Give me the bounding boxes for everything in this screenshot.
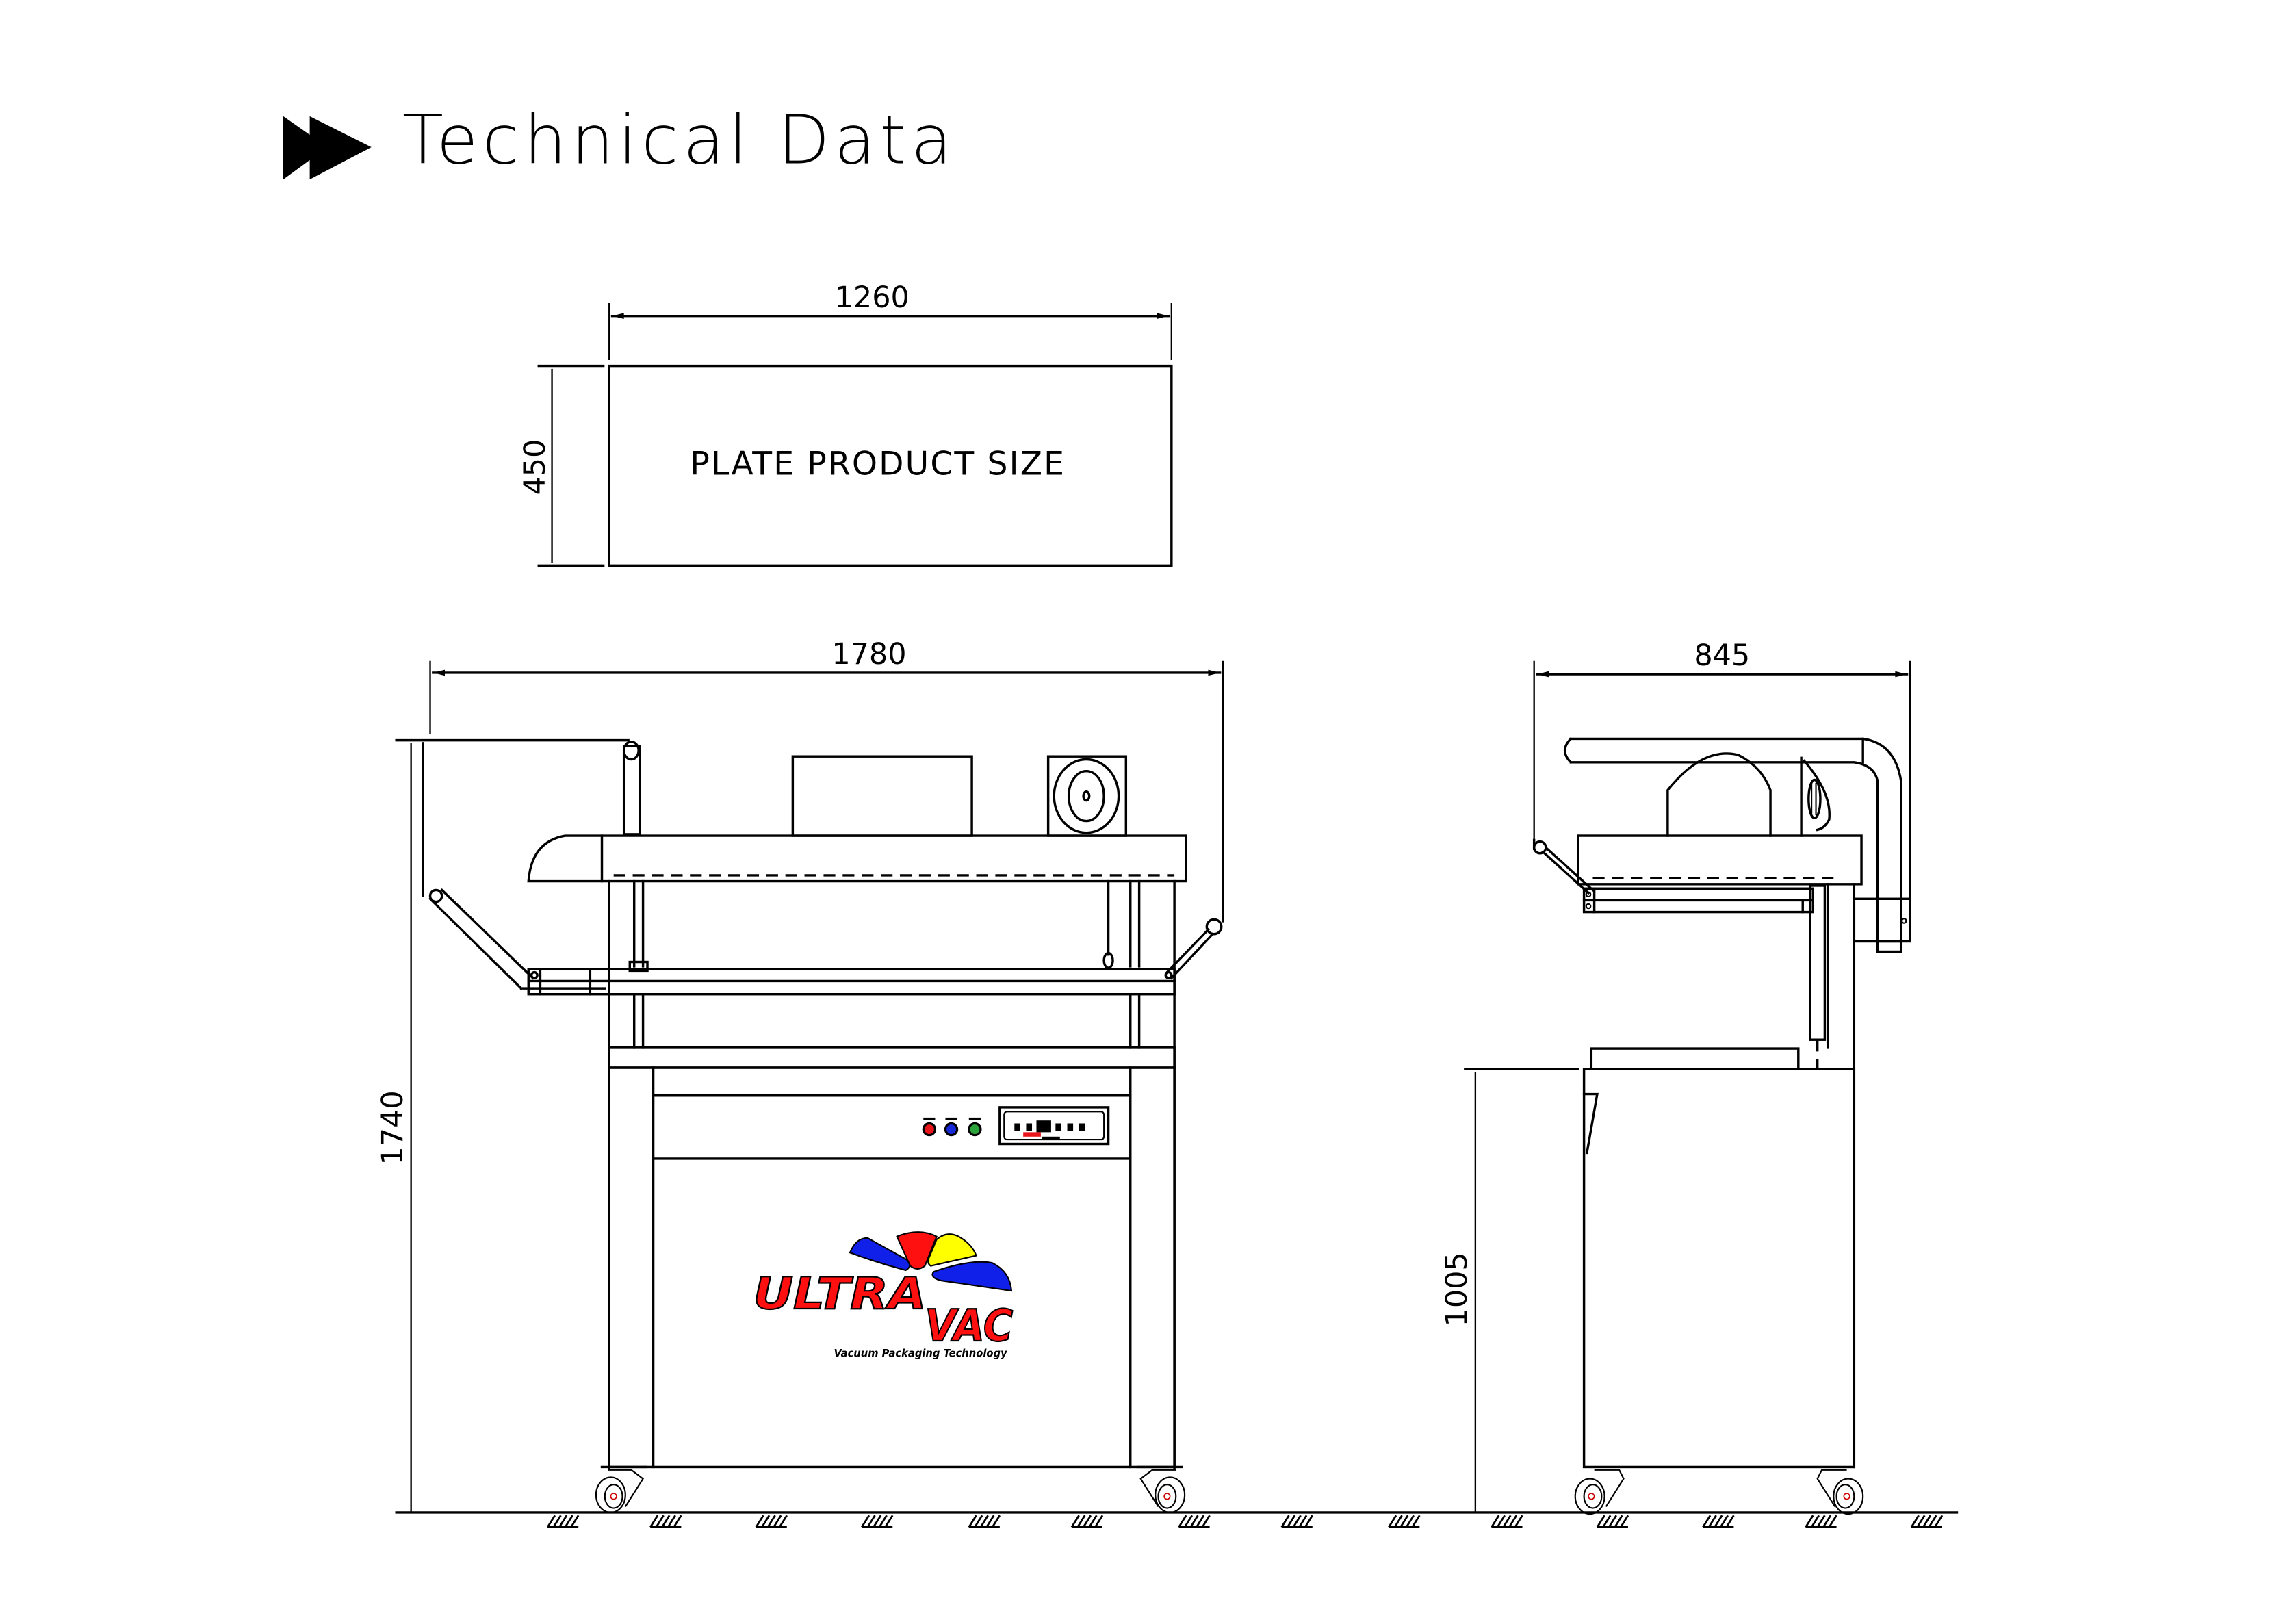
side-height-dimension: 1005 <box>1440 1252 1474 1326</box>
plate-product-size-label: PLATE PRODUCT SIZE <box>690 445 1066 483</box>
ground-hatch <box>1702 1515 1735 1528</box>
front-width-dimension: 1780 <box>831 637 906 671</box>
plate-product-size-diagram: 1260 450 PLATE PRODUCT SIZE <box>518 281 1173 567</box>
front-view-drawing: 1780 1740 <box>376 637 1224 1514</box>
ground-hatch <box>1596 1515 1629 1528</box>
double-play-arrow-icon <box>283 116 372 180</box>
ground-line <box>395 1511 1959 1528</box>
side-depth-dimension: 845 <box>1694 639 1750 673</box>
side-right-caster <box>1816 1469 1864 1515</box>
blue-indicator-light <box>944 1122 959 1137</box>
page-title: Technical Data <box>402 101 957 180</box>
ground-hatch <box>861 1515 894 1528</box>
logo-tagline: Vacuum Packaging Technology <box>834 1347 1008 1360</box>
control-panel <box>922 1106 1110 1146</box>
front-height-dimension: 1740 <box>376 1090 410 1165</box>
plate-depth-dimension: 450 <box>518 439 552 496</box>
ground-hatch <box>755 1515 788 1528</box>
side-left-caster <box>1574 1469 1625 1515</box>
ground-hatch <box>968 1515 1001 1528</box>
plate-width-dimension: 1260 <box>835 281 910 315</box>
ground-hatch <box>1491 1515 1523 1528</box>
red-indicator-light <box>922 1122 937 1137</box>
side-view-drawing: 845 <box>1440 639 1911 1515</box>
ground-hatch <box>1910 1515 1944 1528</box>
ground-hatch <box>1280 1515 1313 1528</box>
green-indicator-light <box>968 1122 982 1137</box>
ground-hatch <box>546 1515 580 1528</box>
ground-hatch <box>1178 1515 1211 1528</box>
ground-hatch <box>649 1515 682 1528</box>
front-right-caster <box>1136 1465 1186 1514</box>
ground-hatch <box>1070 1515 1104 1528</box>
front-left-caster <box>595 1465 647 1514</box>
ultravac-logo: ULTRA VAC Vacuum Packaging Technology <box>752 1231 1014 1360</box>
ground-hatch <box>1805 1515 1837 1528</box>
logo-ultra: ULTRA <box>753 1268 926 1320</box>
ground-hatch <box>1388 1515 1421 1528</box>
header: Technical Data <box>283 101 957 180</box>
logo-vac: VAC <box>925 1300 1013 1352</box>
